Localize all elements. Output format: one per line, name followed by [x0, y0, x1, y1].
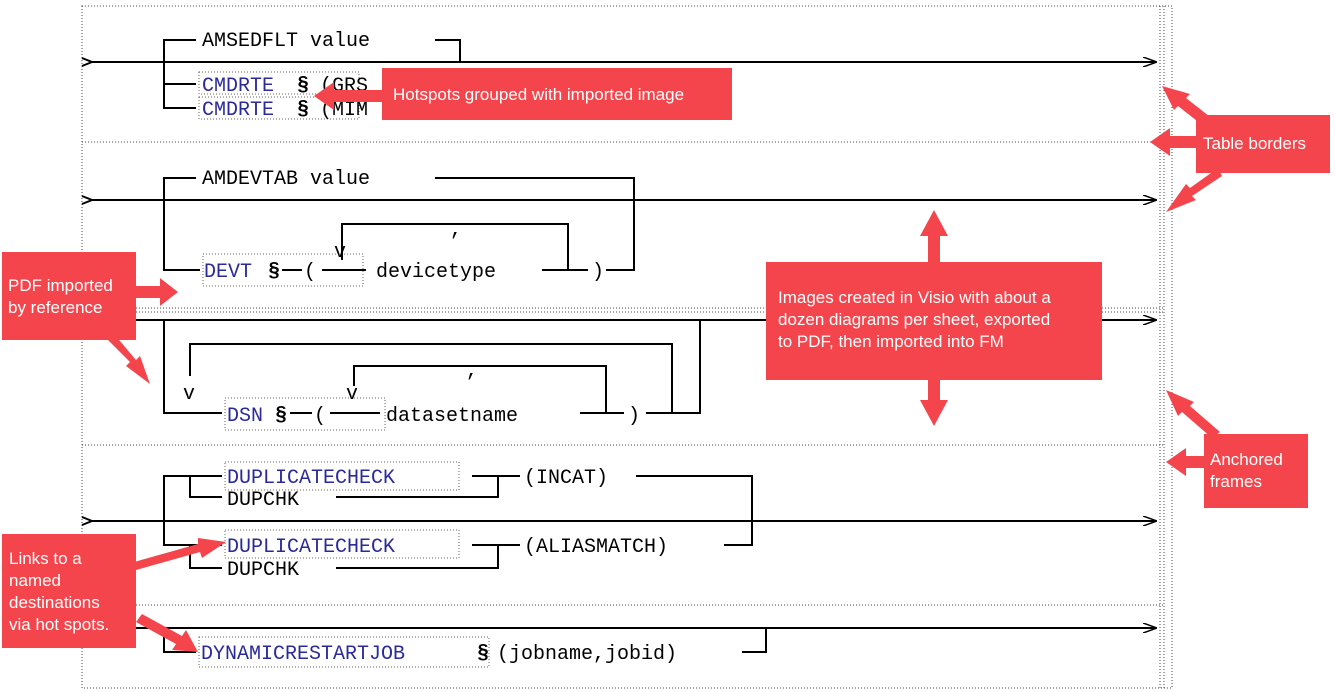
- callout-images-line-2: dozen diagrams per sheet, exported: [778, 310, 1050, 329]
- section-mark: §: [297, 75, 309, 98]
- dsn-link[interactable]: DSN: [227, 405, 263, 428]
- callout-images-created: Images created in Visio with about a doz…: [766, 262, 1102, 380]
- arrow-hotspots: [314, 82, 386, 110]
- cmdrte-link-1[interactable]: CMDRTE: [202, 75, 274, 98]
- repeat-separator: ,: [450, 219, 462, 242]
- devt-link[interactable]: DEVT: [204, 261, 252, 284]
- duplicatecheck-link-2[interactable]: DUPLICATECHECK: [227, 536, 395, 559]
- cmdrte-link-2[interactable]: CMDRTE: [202, 99, 274, 122]
- outer-repeat-mark: v: [183, 383, 195, 406]
- callout-table-borders: Table borders: [1196, 115, 1330, 173]
- section-mark: §: [297, 99, 309, 122]
- devt-open-paren: (: [304, 261, 316, 284]
- arrow-links-down: [136, 614, 198, 652]
- aliasmatch-value: (ALIASMATCH): [524, 536, 668, 559]
- arrow-links-up: [134, 538, 226, 570]
- amdevtab-keyword: AMDEVTAB value: [202, 168, 370, 191]
- callout-links-line-4: via hot spots.: [9, 615, 109, 634]
- callout-pdf-imported: PDF imported by reference: [2, 252, 136, 340]
- callout-pdf-line-1: PDF imported: [8, 276, 113, 295]
- callout-links-named: Links to a named destinations via hot sp…: [2, 534, 136, 648]
- arrow-table-border-3: [1166, 168, 1222, 212]
- callout-links-line-2: named: [9, 571, 61, 590]
- callout-links-line-1: Links to a: [9, 549, 82, 568]
- callout-images-line-1: Images created in Visio with about a: [778, 288, 1051, 307]
- dupchk-alias-2: DUPCHK: [227, 559, 299, 582]
- callout-arrows: [108, 82, 1222, 652]
- callout-anchored-line-2: frames: [1210, 472, 1262, 491]
- section-mark: §: [275, 405, 287, 428]
- section-mark: §: [268, 261, 280, 284]
- arrow-images-up: [920, 210, 948, 262]
- dynamicrestartjob-hotspot[interactable]: [198, 636, 490, 668]
- callout-images-line-3: to PDF, then imported into FM: [778, 332, 1004, 351]
- jobname-jobid-params: (jobname,jobid): [497, 643, 677, 666]
- dsn-open-paren: (: [314, 405, 326, 428]
- duplicatecheck-hotspot-2[interactable]: [224, 529, 460, 559]
- arrow-anchored-up: [1166, 390, 1220, 438]
- devicetype-param: devicetype: [376, 261, 496, 284]
- arrow-table-border-2: [1150, 128, 1200, 156]
- callout-links-line-3: destinations: [9, 593, 100, 612]
- callout-anchored-line-1: Anchored: [1210, 450, 1283, 469]
- cmdrte-hotspot-1[interactable]: [198, 71, 360, 95]
- incat-value: (INCAT): [524, 467, 608, 490]
- dynamicrestartjob-link[interactable]: DYNAMICRESTARTJOB: [201, 643, 405, 666]
- section-mark: §: [477, 643, 489, 666]
- callout-hotspots-text: Hotspots grouped with imported image: [393, 85, 684, 104]
- arrow-images-down: [920, 380, 948, 426]
- syntax-row-amsedflt: AMSEDFLT value CMDRTE § (GRS CMDRTE § (M…: [81, 30, 1156, 122]
- cmdrte-hotspot-2[interactable]: [198, 96, 360, 120]
- syntax-row-dynamicrestartjob: DYNAMICRESTARTJOB § (jobname,jobid): [92, 628, 1156, 668]
- dupchk-alias-1: DUPCHK: [227, 489, 299, 512]
- arrow-anchored-left: [1166, 448, 1206, 476]
- duplicatecheck-link-1[interactable]: DUPLICATECHECK: [227, 467, 395, 490]
- duplicatecheck-hotspot-1[interactable]: [224, 461, 460, 491]
- datasetname-param: datasetname: [386, 405, 518, 428]
- callout-pdf-line-2: by reference: [8, 298, 103, 317]
- devt-close-paren: ): [592, 261, 604, 284]
- callout-anchored-frames: Anchored frames: [1204, 434, 1308, 508]
- arrow-pdf-right: [136, 278, 178, 306]
- callout-table-borders-text: Table borders: [1203, 134, 1306, 153]
- repeat-separator: ,: [466, 360, 478, 383]
- table-borders: [81, 5, 1173, 689]
- syntax-row-amdevtab: AMDEVTAB value DEVT § ( v , devicetype ): [81, 168, 1156, 287]
- syntax-row-duplicatecheck: DUPLICATECHECK DUPCHK (INCAT) DUPLICATEC…: [81, 461, 1156, 582]
- repeat-mark: v: [346, 383, 358, 406]
- dsn-close-paren: ): [628, 405, 640, 428]
- callout-hotspots: Hotspots grouped with imported image: [382, 68, 732, 120]
- amsedflt-keyword: AMSEDFLT value: [202, 30, 370, 53]
- arrow-pdf-down: [108, 334, 150, 384]
- repeat-mark: v: [334, 241, 346, 264]
